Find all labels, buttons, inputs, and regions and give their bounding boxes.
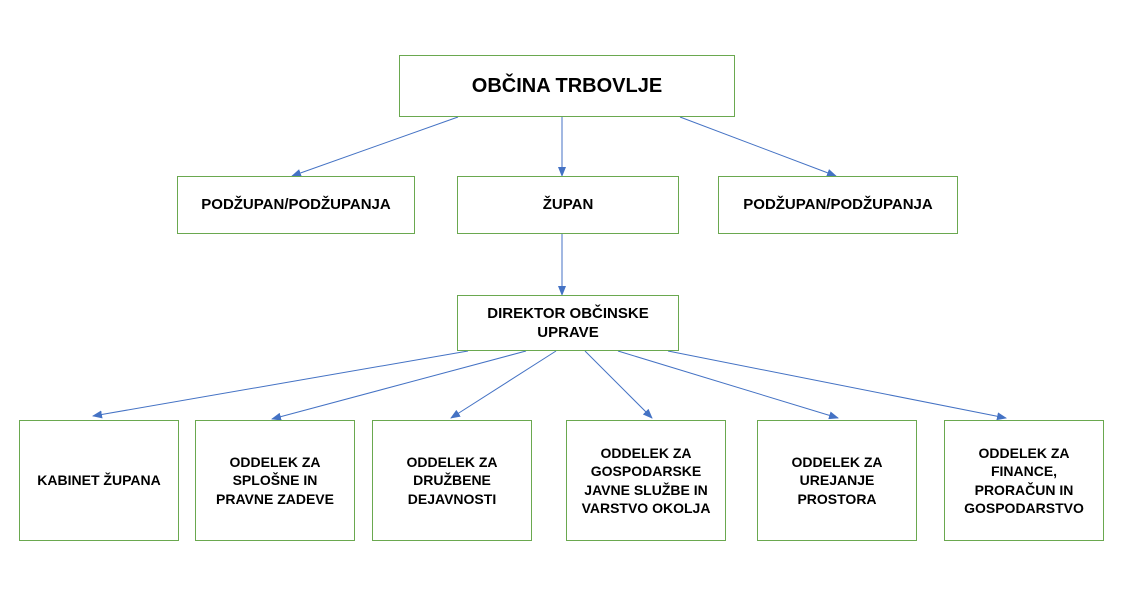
root-box-obcina: OBČINA TRBOVLJE bbox=[399, 55, 735, 117]
arrow-root-to-deputy-right bbox=[679, 116, 837, 177]
arrow-director-to-dept-4 bbox=[584, 350, 653, 419]
mayor-label: ŽUPAN bbox=[542, 196, 594, 214]
box-dept-spatial-planning: ODDELEK ZA UREJANJE PROSTORA bbox=[757, 420, 917, 541]
root-label: OBČINA TRBOVLJE bbox=[471, 75, 663, 97]
dept-social-label: ODDELEK ZA DRUŽBENE DEJAVNOSTI bbox=[406, 454, 498, 507]
box-dept-finance: ODDELEK ZA FINANCE, PRORAČUN IN GOSPODAR… bbox=[944, 420, 1104, 541]
box-dept-public-services: ODDELEK ZA GOSPODARSKE JAVNE SLUŽBE IN V… bbox=[566, 420, 726, 541]
box-dept-general-legal: ODDELEK ZA SPLOŠNE IN PRAVNE ZADEVE bbox=[195, 420, 355, 541]
box-dept-social: ODDELEK ZA DRUŽBENE DEJAVNOSTI bbox=[372, 420, 532, 541]
box-deputy-mayor-right: PODŽUPAN/PODŽUPANJA bbox=[718, 176, 958, 234]
dept-finance-label: ODDELEK ZA FINANCE, PRORAČUN IN GOSPODAR… bbox=[964, 445, 1084, 516]
box-deputy-mayor-left: PODŽUPAN/PODŽUPANJA bbox=[177, 176, 415, 234]
arrow-director-to-dept-5 bbox=[617, 350, 839, 420]
arrow-director-to-dept-2 bbox=[271, 350, 527, 421]
dept-cabinet-label: KABINET ŽUPANA bbox=[37, 472, 161, 489]
arrow-director-to-dept-1 bbox=[92, 350, 469, 419]
arrow-director-to-dept-6 bbox=[667, 350, 1007, 421]
box-mayor: ŽUPAN bbox=[457, 176, 679, 234]
deputy-mayor-left-label: PODŽUPAN/PODŽUPANJA bbox=[201, 196, 391, 214]
dept-spatial-planning-label: ODDELEK ZA UREJANJE PROSTORA bbox=[791, 454, 883, 507]
arrow-root-to-deputy-left bbox=[291, 116, 459, 177]
dept-public-services-label: ODDELEK ZA GOSPODARSKE JAVNE SLUŽBE IN V… bbox=[581, 445, 711, 516]
arrow-director-to-dept-3 bbox=[450, 350, 557, 419]
deputy-mayor-right-label: PODŽUPAN/PODŽUPANJA bbox=[743, 196, 933, 214]
box-director: DIREKTOR OBČINSKE UPRAVE bbox=[457, 295, 679, 351]
director-label: DIREKTOR OBČINSKE UPRAVE bbox=[487, 304, 649, 342]
dept-general-legal-label: ODDELEK ZA SPLOŠNE IN PRAVNE ZADEVE bbox=[216, 454, 334, 507]
box-dept-cabinet: KABINET ŽUPANA bbox=[19, 420, 179, 541]
